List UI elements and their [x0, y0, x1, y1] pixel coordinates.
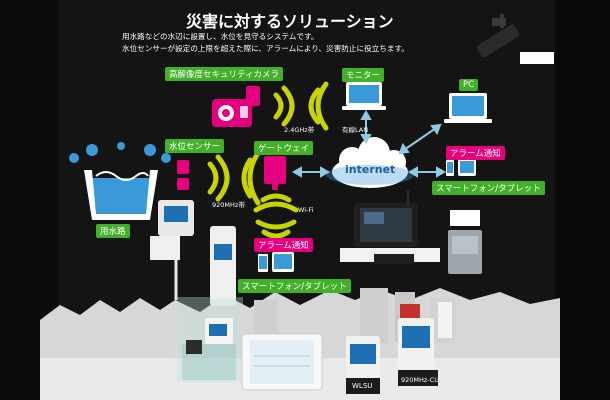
wired-lan-label: 有線LAN: [342, 126, 369, 134]
alarm-devices-bottom-icon: [258, 252, 294, 272]
gateway-icon: [264, 156, 286, 190]
physical-tablet: [354, 190, 418, 264]
security-camera-icon: [212, 86, 260, 127]
right-shadow: [555, 0, 610, 400]
product-device-right: [398, 302, 452, 386]
physical-water-sensor: [150, 200, 236, 306]
network-arrows: [291, 109, 447, 178]
internet-cloud-icon: [326, 137, 414, 188]
canal-water-icon: [69, 142, 171, 220]
product-card-right-label: 920MHz-CU: [401, 376, 439, 384]
board-description-line1: 用水路などの水辺に設置し、水位を見守るシステムです。: [122, 32, 319, 41]
monitor-label: モニター: [342, 68, 385, 82]
internet-label: internet: [345, 163, 396, 176]
board-title: 災害に対するソリューション: [186, 12, 394, 31]
camera-label: 高解像度セキュリティカメラ: [165, 67, 283, 81]
water-sensor-label: 水位センサー: [165, 139, 225, 153]
product-card-left-label: WLSU: [352, 382, 373, 390]
sensor-wave-icon: [207, 150, 261, 206]
alarm-right-label: アラーム通知: [446, 146, 505, 160]
alarm-bottom-label: アラーム通知: [254, 238, 313, 252]
physical-gateway-box: [448, 210, 482, 274]
band-920mhz-label: 920MHz帯: [212, 201, 245, 209]
physical-camera: [476, 14, 554, 64]
building-1: [360, 288, 388, 343]
alarm-devices-right-icon: [446, 159, 476, 176]
gateway-label: ゲートウェイ: [254, 141, 314, 155]
band-24ghz-label: 2.4GHz帯: [284, 126, 315, 134]
wifi-label: Wi-Fi: [298, 206, 314, 214]
glass-water-tank: [175, 297, 243, 383]
physical-display-tablet: [241, 333, 323, 391]
board-description-line2: 水位センサーが設定の上限を超えた際に、アラームにより、災害防止に役立ちます。: [122, 44, 409, 53]
wifi-wave-icon: [253, 193, 299, 239]
smartphone-bottom-label: スマートフォン/タブレット: [238, 279, 351, 293]
monitor-icon: [342, 82, 386, 110]
product-device-left: [346, 336, 380, 394]
smartphone-right-label: スマートフォン/タブレット: [432, 181, 545, 195]
water-sensor-icon: [177, 160, 189, 190]
canal-label: 用水路: [96, 224, 130, 238]
pc-icon: [444, 93, 492, 123]
camera-wave-icon: [273, 81, 329, 131]
pc-label: PC: [459, 79, 479, 91]
